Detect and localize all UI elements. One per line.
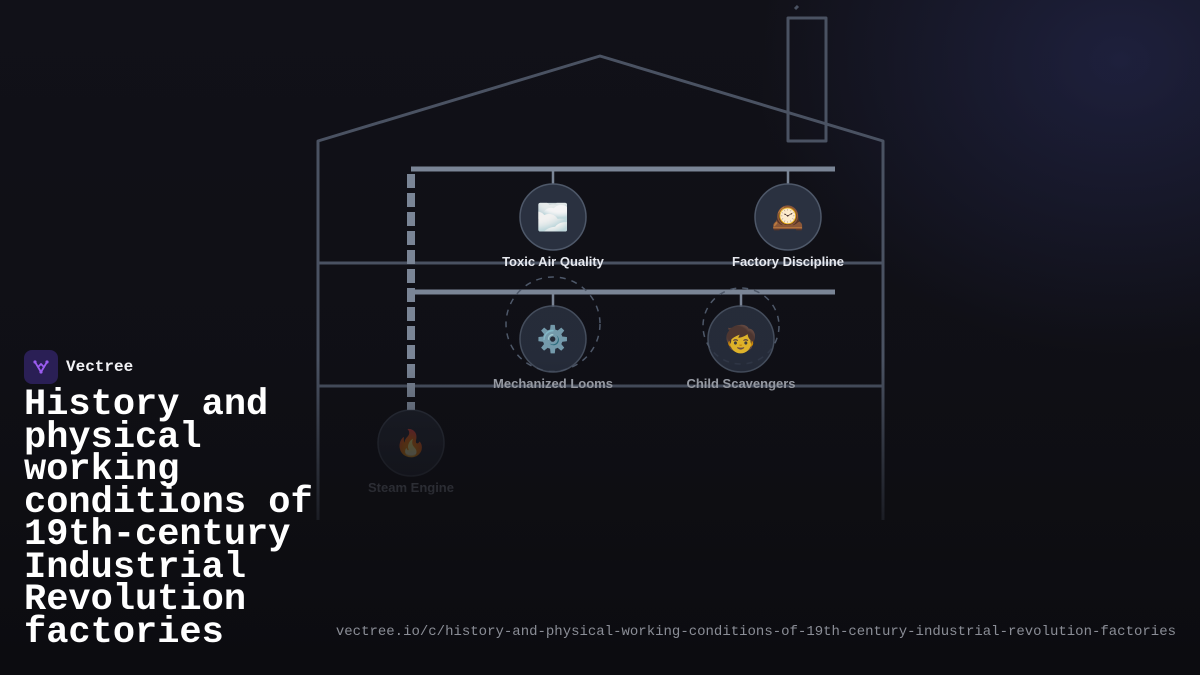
page-url: vectree.io/c/history-and-physical-workin… (335, 624, 1176, 640)
brand-name: Vectree (66, 358, 134, 376)
brand: Vectree (24, 350, 133, 384)
chimney-smoke-speck (793, 4, 800, 11)
node-label-mechanized-looms: Mechanized Looms (493, 376, 613, 391)
gear-icon: ⚙️ (537, 324, 569, 355)
node-label-steam-engine: Steam Engine (368, 480, 454, 495)
factory-walls-and-roof (316, 54, 885, 520)
page-title: History and physical working conditions … (24, 384, 313, 654)
clock-icon: 🕰️ (772, 203, 804, 233)
factory-chimney (786, 16, 828, 143)
node-mechanized-looms: ⚙️ Mechanized Looms (493, 305, 613, 391)
vectree-logo-icon (24, 350, 58, 384)
scavenger-motion-ring (702, 287, 780, 365)
node-label-toxic-air-quality: Toxic Air Quality (502, 254, 605, 269)
fog-icon: 🌫️ (537, 202, 569, 233)
node-label-factory-discipline: Factory Discipline (732, 254, 844, 269)
node-steam-engine: 🔥 Steam Engine (368, 409, 454, 495)
node-toxic-air-quality: 🌫️ Toxic Air Quality (502, 183, 605, 269)
diagram-nodes: 🌫️ Toxic Air Quality 🕰️ Factory Discipline ⚙… (368, 183, 844, 495)
node-circle-factory-discipline (754, 183, 822, 251)
node-factory-discipline: 🕰️ Factory Discipline (732, 183, 844, 269)
fire-icon: 🔥 (395, 428, 427, 459)
child-icon: 🧒 (725, 323, 758, 355)
vectree-logo-glyph (33, 360, 49, 374)
node-circle-toxic-air-quality (519, 183, 587, 251)
node-child-scavengers: 🧒 Child Scavengers (686, 305, 796, 391)
node-label-child-scavengers: Child Scavengers (686, 376, 795, 391)
